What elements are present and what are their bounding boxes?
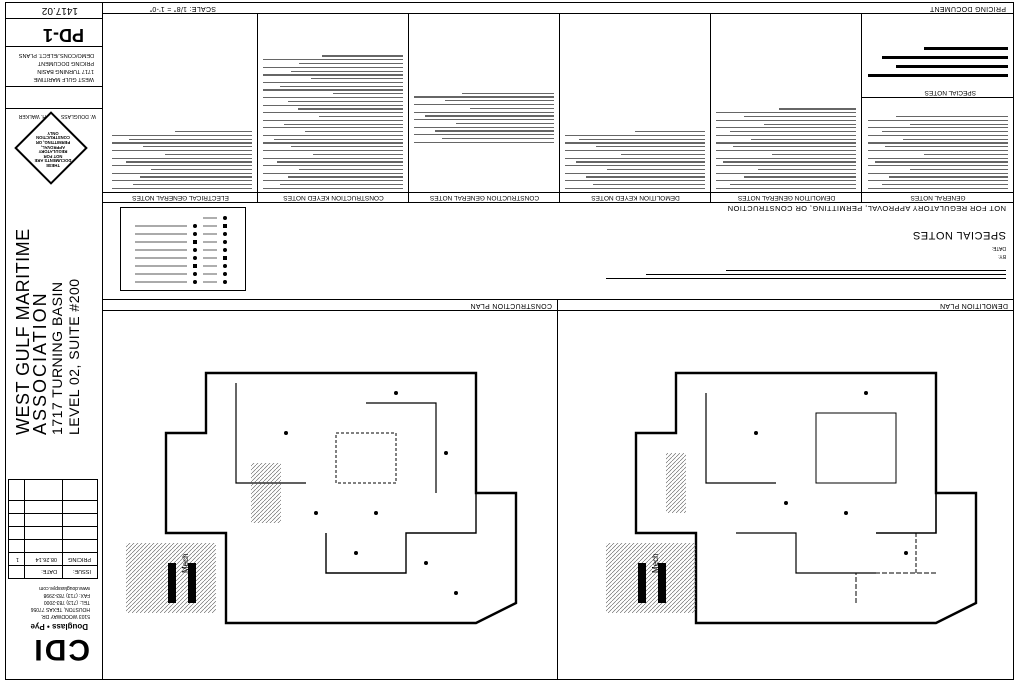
by-line: BY: (998, 253, 1006, 259)
elec-general-text (112, 129, 252, 189)
construction-floor-plan: Mech (126, 371, 518, 625)
checked-by: H. WALKER (18, 113, 46, 119)
special-notes-text (868, 33, 1008, 83)
demo-keyed-heading: DEMOLITION KEYED NOTES (560, 192, 711, 203)
issue-row: PRICING (68, 556, 91, 562)
project-number: 1417.02 (41, 5, 78, 16)
sheet-number: PD-1 (42, 25, 84, 45)
tb-address-2: WEST GULF MARITIME (33, 76, 94, 82)
cons-general-heading: CONSTRUCTION GENERAL NOTES (409, 192, 560, 203)
mech-label-cons: Mech (181, 553, 190, 573)
legend-symbols (135, 216, 227, 284)
electrical-legend (120, 207, 246, 291)
client-name-block: WEST GULF MARITIME ASSOCIATION 1717 TURN… (8, 189, 94, 449)
special-notes-title: SPECIAL NOTES (912, 229, 1006, 241)
special-notes-heading: SPECIAL NOTES (924, 89, 976, 96)
cons-general-text (414, 90, 554, 143)
special-notes-body (606, 268, 1006, 279)
demolition-floor-plan: Mech (606, 371, 978, 625)
cons-keyed-text (263, 53, 403, 189)
issue-date: 08.26.14 (35, 556, 57, 562)
title-block: CDI Douglass • Pye 5103 WOODWAY DR. HOUS… (5, 2, 103, 680)
issue-block: ISSUE: DATE: PRICING 08.26.14 1 (8, 479, 98, 579)
cons-keyed-heading: CONSTRUCTION KEYED NOTES (258, 192, 409, 203)
client-line-4: LEVEL 02, SUITE #200 (66, 278, 82, 435)
client-line-2: ASSOCIATION (30, 291, 50, 435)
scale-label: SCALE: 1/8" = 1'-0" (149, 5, 216, 12)
not-for-construction: NOT FOR REGULATORY APPROVAL, PERMITTING,… (727, 204, 1006, 213)
mech-label-demo: Mech (651, 553, 660, 573)
issue-label: ISSUE: (72, 568, 91, 574)
general-notes-heading: GENERAL NOTES (862, 192, 1014, 203)
elec-general-heading: ELECTRICAL GENERAL NOTES (103, 192, 258, 203)
cons-plan-title: CONSTRUCTION PLAN (470, 302, 552, 309)
demo-plan-title: DEMOLITION PLAN (939, 302, 1008, 309)
drawn-by: W. DOUGLASS (60, 113, 96, 119)
tb-sheet-title-2: PRICING DOCUMENT (37, 60, 94, 66)
tb-sheet-title-1: DEMO/CONS./ELECT. PLANS (18, 52, 94, 58)
demo-general-heading: DEMOLITION GENERAL NOTES (711, 192, 862, 203)
demo-keyed-text (565, 129, 705, 189)
tb-address-1: 1717 TURNING BASIN (37, 68, 94, 74)
firm-address: 5103 WOODWAY DR. HOUSTON, TEXAS 77056 TE… (30, 585, 90, 619)
date-line: DATE: (991, 245, 1006, 251)
general-notes-text (868, 113, 1008, 189)
doc-type: PRICING DOCUMENT (929, 5, 1006, 12)
client-line-3: 1717 TURNING BASIN (49, 281, 65, 435)
stamp-text: THESE DOCUMENTS ARE NOT FOR REGULATORY A… (34, 130, 72, 168)
date-label: DATE: (41, 568, 57, 574)
firm-logo: CDI (32, 633, 90, 666)
demo-general-text (716, 106, 856, 189)
firm-name: Douglass • Pye (30, 622, 89, 631)
issue-no: 1 (15, 556, 19, 562)
